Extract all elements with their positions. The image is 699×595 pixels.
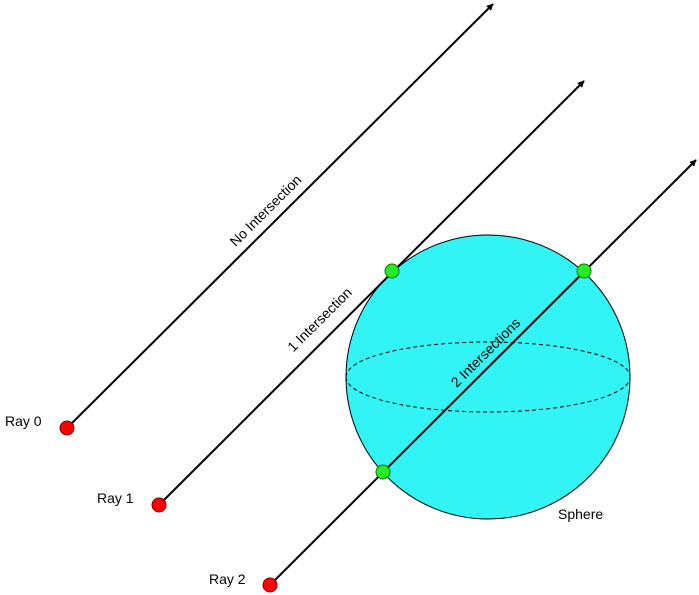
sphere-equator-back [345,341,631,378]
sphere [345,234,631,520]
ray-0-line [66,3,494,429]
ray-2-origin [262,577,278,593]
ray-1-label: Ray 1 [97,490,134,506]
ray-1-origin [151,497,167,513]
ray-1-line [158,80,585,506]
ray-0-line-label: No Intersection [226,172,304,250]
ray-2-intersection-point-entry [375,464,391,480]
ray-0-origin [59,420,75,436]
ray-2-line [269,159,697,586]
ray-1-intersection-point [384,263,400,279]
sphere-equator-front [345,376,631,413]
ray-2-label: Ray 2 [209,571,246,587]
ray-2-intersection-point-exit [576,263,592,279]
sphere-label: Sphere [558,506,603,522]
ray-0-label: Ray 0 [5,413,42,429]
